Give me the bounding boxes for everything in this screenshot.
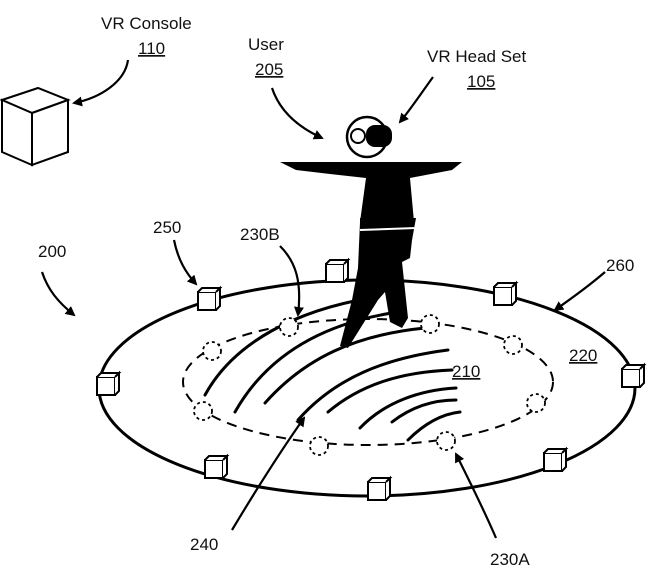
- arrow-260: [555, 272, 605, 310]
- sensor-cube: [494, 283, 516, 305]
- user-label: User: [248, 35, 284, 54]
- sensor-cube: [97, 373, 119, 395]
- dashed-markers: [194, 315, 545, 455]
- user-head-with-headset: [347, 117, 392, 157]
- sensor-cube: [198, 288, 220, 310]
- vr-console-label: VR Console: [101, 14, 192, 33]
- sensor-ref: 250: [153, 218, 181, 237]
- outer-boundary-ref: 260: [606, 256, 634, 275]
- sensor-cube: [368, 478, 390, 500]
- marker-b-ref: 230B: [240, 225, 280, 244]
- pattern-ref: 240: [190, 535, 218, 554]
- arrow-250: [174, 240, 196, 284]
- arrow-vr-console: [74, 60, 128, 103]
- arrow-230B: [280, 246, 299, 315]
- sensor-cube: [205, 456, 227, 478]
- arrow-230A: [456, 454, 496, 538]
- arrow-vr-headset: [400, 77, 433, 122]
- marker-circle: [437, 432, 455, 450]
- area-ref: 220: [569, 346, 597, 365]
- vr-console-ref: 110: [138, 39, 165, 58]
- marker-circle: [203, 342, 221, 360]
- sensor-cube: [544, 449, 566, 471]
- marker-circle: [421, 315, 439, 333]
- user-ref: 205: [255, 60, 283, 79]
- marker-circle: [310, 437, 328, 455]
- sensor-cube: [326, 260, 348, 282]
- vr-headset-ref: 105: [467, 72, 495, 91]
- arrow-user: [272, 88, 322, 138]
- marker-circle: [527, 394, 545, 412]
- marker-circle: [280, 318, 298, 336]
- marker-circle: [504, 336, 522, 354]
- floor-ref: 210: [452, 362, 480, 381]
- marker-circle: [194, 402, 212, 420]
- marker-a-ref: 230A: [490, 550, 530, 569]
- system-ref: 200: [38, 242, 66, 261]
- vr-console-box: [2, 88, 68, 165]
- sensor-cube: [622, 365, 644, 387]
- arrow-200: [42, 272, 74, 315]
- vr-headset-label: VR Head Set: [427, 47, 526, 66]
